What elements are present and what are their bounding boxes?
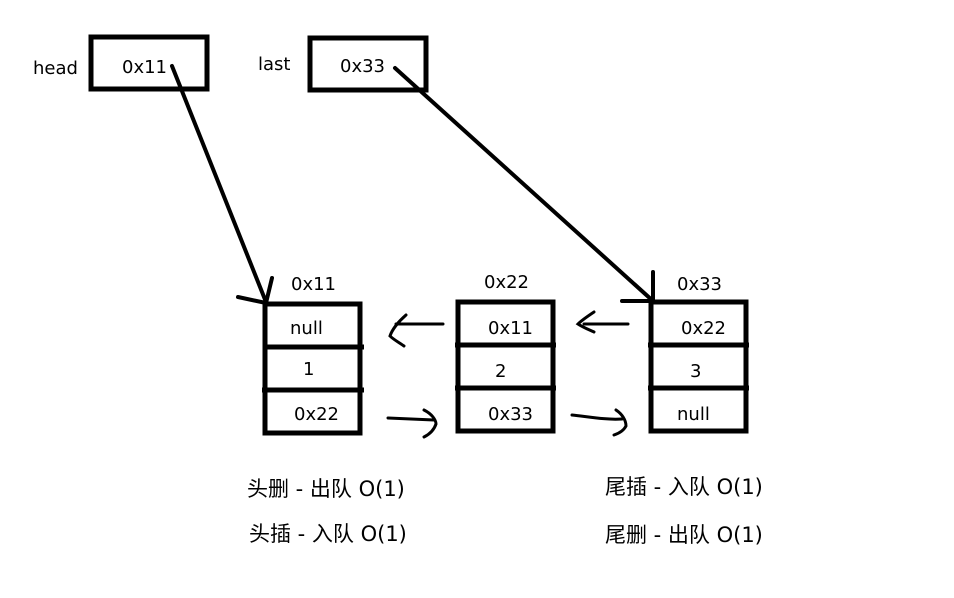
caption-head-delete: 头删 - 出队 O(1) xyxy=(247,477,405,501)
node-0x11: 0x11 null 1 0x22 xyxy=(262,274,364,436)
last-pointer-box xyxy=(307,35,429,93)
node-address: 0x11 xyxy=(291,274,336,295)
node-address: 0x33 xyxy=(677,274,722,295)
prev-arrow-2-to-1 xyxy=(388,313,445,348)
node-prev: 0x11 xyxy=(488,318,533,339)
head-arrow xyxy=(170,64,274,306)
head-pointer-box xyxy=(88,34,210,92)
node-address: 0x22 xyxy=(484,272,529,293)
node-value: 3 xyxy=(690,361,701,382)
node-value: 2 xyxy=(495,361,506,382)
caption-tail-insert: 尾插 - 入队 O(1) xyxy=(605,475,763,499)
node-prev: 0x22 xyxy=(681,318,726,339)
head-label: head xyxy=(33,58,78,79)
node-next: 0x22 xyxy=(294,404,339,425)
next-arrow-2-to-3 xyxy=(570,408,628,437)
last-arrow xyxy=(393,66,655,303)
head-pointer-value: 0x11 xyxy=(122,57,167,78)
caption-tail-delete: 尾删 - 出队 O(1) xyxy=(605,523,763,547)
caption-head-insert: 头插 - 入队 O(1) xyxy=(249,522,407,546)
node-0x33: 0x33 0x22 3 null xyxy=(648,274,749,434)
last-label: last xyxy=(258,54,290,75)
next-arrow-1-to-2 xyxy=(386,408,438,439)
node-next: 0x33 xyxy=(488,404,533,425)
prev-arrow-3-to-2 xyxy=(575,310,630,334)
last-pointer-value: 0x33 xyxy=(340,56,385,77)
node-prev: null xyxy=(290,318,323,339)
node-next: null xyxy=(677,404,710,425)
node-value: 1 xyxy=(303,359,314,380)
node-0x22: 0x22 0x11 2 0x33 xyxy=(455,272,556,434)
